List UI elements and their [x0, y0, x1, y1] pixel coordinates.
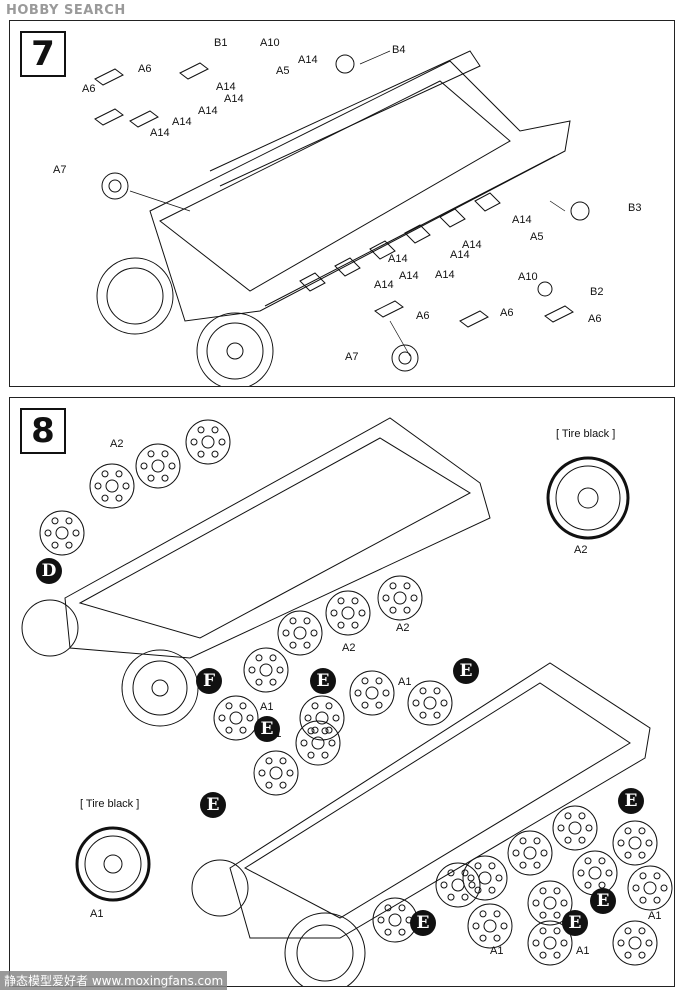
- part-label: A14: [172, 116, 192, 128]
- tire-black-note: [ Tire black ]: [80, 798, 140, 810]
- callout-e: E: [310, 668, 336, 694]
- part-label: A14: [198, 105, 218, 117]
- lower-front-wheel: [284, 912, 366, 986]
- part-label: A1: [576, 945, 590, 957]
- part-label: A7: [345, 351, 359, 363]
- upper-deck-line: [209, 50, 481, 187]
- part-label: A14: [388, 253, 408, 265]
- tire-black-note: [ Tire black ]: [556, 428, 616, 440]
- road-wheel: [253, 750, 299, 796]
- part-label: A1: [490, 945, 504, 957]
- road-wheel: [612, 820, 658, 866]
- callout-e: E: [410, 910, 436, 936]
- road-wheel: [507, 830, 553, 876]
- part-label: A14: [298, 54, 318, 66]
- callout-e: E: [590, 888, 616, 914]
- callout-d: D: [36, 558, 62, 584]
- part-label: A2: [110, 438, 124, 450]
- footer-watermark: 静态模型爱好者 www.moxingfans.com: [0, 971, 228, 990]
- tire-black-wheel-a1: [75, 826, 151, 902]
- callout-e: E: [618, 788, 644, 814]
- callout-e: E: [200, 792, 226, 818]
- callout-f: F: [196, 668, 222, 694]
- road-wheel: [627, 865, 673, 911]
- road-wheel: [39, 510, 85, 556]
- road-wheel: [377, 575, 423, 621]
- part-label: A14: [224, 93, 244, 105]
- callout-e: E: [453, 658, 479, 684]
- road-wheel: [407, 680, 453, 726]
- road-wheel: [435, 862, 481, 908]
- part-label: A2: [574, 544, 588, 556]
- part-label: A10: [260, 37, 280, 49]
- road-wheel: [135, 443, 181, 489]
- part-label: B4: [392, 44, 406, 56]
- road-wheel: [89, 463, 135, 509]
- road-wheel: [527, 880, 573, 926]
- suspension-arms: [299, 192, 501, 292]
- part-label: A1: [648, 910, 662, 922]
- part-label: A1: [260, 701, 274, 713]
- step-8-diagram: [21, 417, 673, 986]
- part-label: A6: [588, 313, 602, 325]
- part-label: A14: [462, 239, 482, 251]
- part-label: A6: [82, 83, 96, 95]
- part-label: A6: [500, 307, 514, 319]
- lower-hull-outline: [229, 662, 651, 939]
- part-label: A10: [518, 271, 538, 283]
- callout-e: E: [562, 910, 588, 936]
- hobby-search-watermark: HOBBY SEARCH: [6, 3, 126, 18]
- step-number: 7: [20, 31, 66, 77]
- part-label: A14: [374, 279, 394, 291]
- part-label: A1: [90, 908, 104, 920]
- part-label: A1: [398, 676, 412, 688]
- front-wheel-right: [196, 312, 274, 386]
- road-wheel: [213, 695, 259, 741]
- part-label: A14: [435, 269, 455, 281]
- road-wheel: [462, 855, 508, 901]
- road-wheel: [527, 920, 573, 966]
- road-wheel: [552, 805, 598, 851]
- part-label: A5: [276, 65, 290, 77]
- hull-outline: [149, 60, 571, 322]
- part-label: A6: [138, 63, 152, 75]
- tire-black-wheel-a2: [546, 456, 630, 540]
- road-wheel: [243, 647, 289, 693]
- road-wheel: [185, 419, 231, 465]
- road-wheel: [299, 695, 345, 741]
- part-label: A6: [416, 310, 430, 322]
- part-label: A2: [396, 622, 410, 634]
- road-wheel: [572, 850, 618, 896]
- part-label: A5: [530, 231, 544, 243]
- part-label: B3: [628, 202, 642, 214]
- part-label: A14: [512, 214, 532, 226]
- hull-floor: [264, 155, 556, 307]
- road-wheel: [277, 610, 323, 656]
- part-label: A14: [399, 270, 419, 282]
- step-7-panel: 7: [9, 20, 675, 387]
- road-wheel: [325, 590, 371, 636]
- part-label: A14: [216, 81, 236, 93]
- road-wheel: [349, 670, 395, 716]
- part-label: B2: [590, 286, 604, 298]
- part-label: B1: [214, 37, 228, 49]
- part-label: A2: [342, 642, 356, 654]
- step-8-panel: 8 A2 A2 A2 A1 A1 A1 A1 A1 A1 A2 A1: [9, 397, 675, 987]
- part-label: A14: [150, 127, 170, 139]
- a7-hub-parts: [101, 172, 419, 372]
- road-wheel: [612, 920, 658, 966]
- part-label: A7: [53, 164, 67, 176]
- step-number: 8: [20, 408, 66, 454]
- road-wheel: [295, 720, 341, 766]
- step-7-diagram: [94, 50, 590, 386]
- callout-e: E: [254, 716, 280, 742]
- part-label: A14: [450, 249, 470, 261]
- loose-a6-parts: [94, 62, 574, 328]
- road-wheel: [467, 903, 513, 949]
- front-wheel-left: [96, 257, 174, 335]
- b-parts: [335, 54, 590, 297]
- road-wheels-group: [39, 419, 673, 966]
- upper-hull-outline: [64, 417, 491, 659]
